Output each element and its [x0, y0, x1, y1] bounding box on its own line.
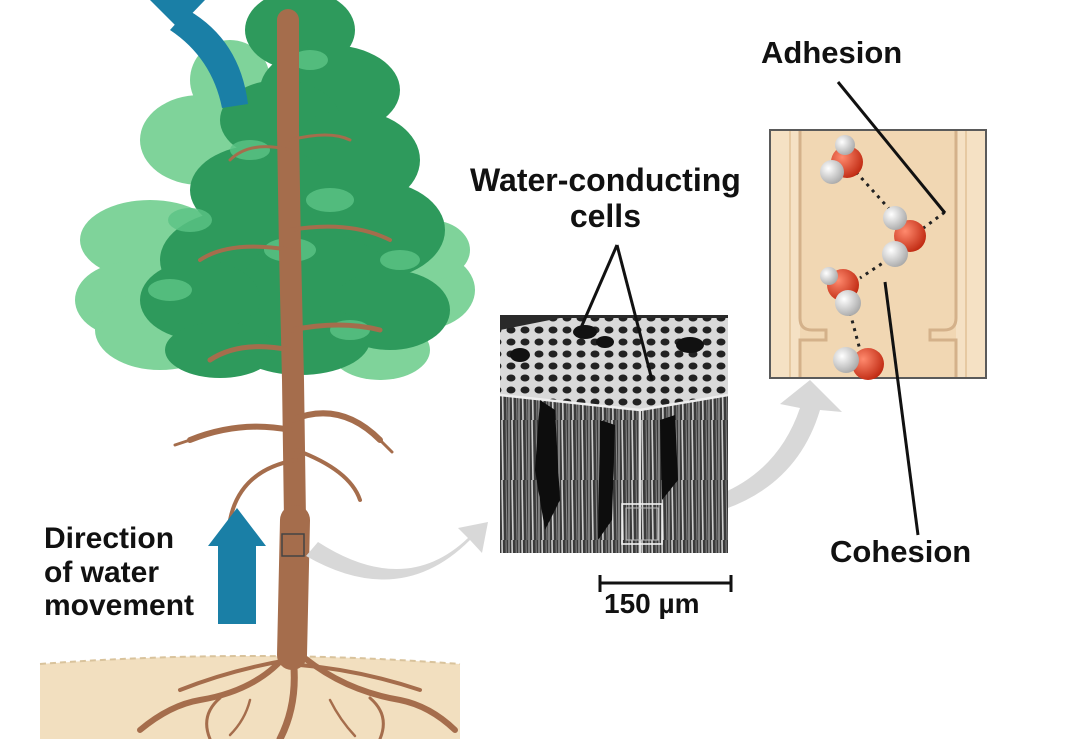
scale-bar: [598, 575, 733, 592]
transpiration-arrow: [150, 0, 248, 108]
hydrogen-bonds: [846, 170, 946, 351]
gray-arrow-tree-to-sem: [306, 522, 488, 580]
gray-arrow-sem-to-vessel: [664, 380, 842, 522]
vessel-closeup: [769, 129, 987, 379]
direction-label-line-3: movement: [44, 589, 195, 623]
water-molecule-1: [820, 135, 863, 184]
ground: [39, 655, 461, 739]
tree-foliage-highlights: [148, 50, 420, 340]
trunk-sample-box: [281, 533, 305, 557]
adhesion-label: Adhesion: [761, 35, 903, 70]
cells-pointer-lines: [578, 244, 654, 381]
direction-label-line-1: Direction: [44, 522, 175, 555]
adhesion-cohesion-pointers: [836, 81, 947, 536]
tree-roots: [137, 646, 458, 739]
direction-label-line-2: of water: [44, 555, 160, 589]
wcc-label-line-1: Water-conducting: [470, 162, 741, 198]
water-molecule-2: [882, 206, 926, 267]
water-molecule-3: [820, 267, 861, 316]
wcc-label-line-2: cells: [569, 197, 641, 234]
cohesion-label: Cohesion: [830, 534, 972, 569]
water-conducting-cells-label: Water-conducting cells: [470, 162, 741, 235]
up-arrow-icon: [208, 508, 266, 624]
tree-trunk: [173, 9, 394, 670]
direction-of-water-movement-label: Direction of water movement: [44, 522, 194, 623]
sem-micrograph: [499, 315, 729, 553]
scale-bar-label: 150 µm: [604, 588, 700, 619]
water-molecule-4: [833, 347, 884, 380]
